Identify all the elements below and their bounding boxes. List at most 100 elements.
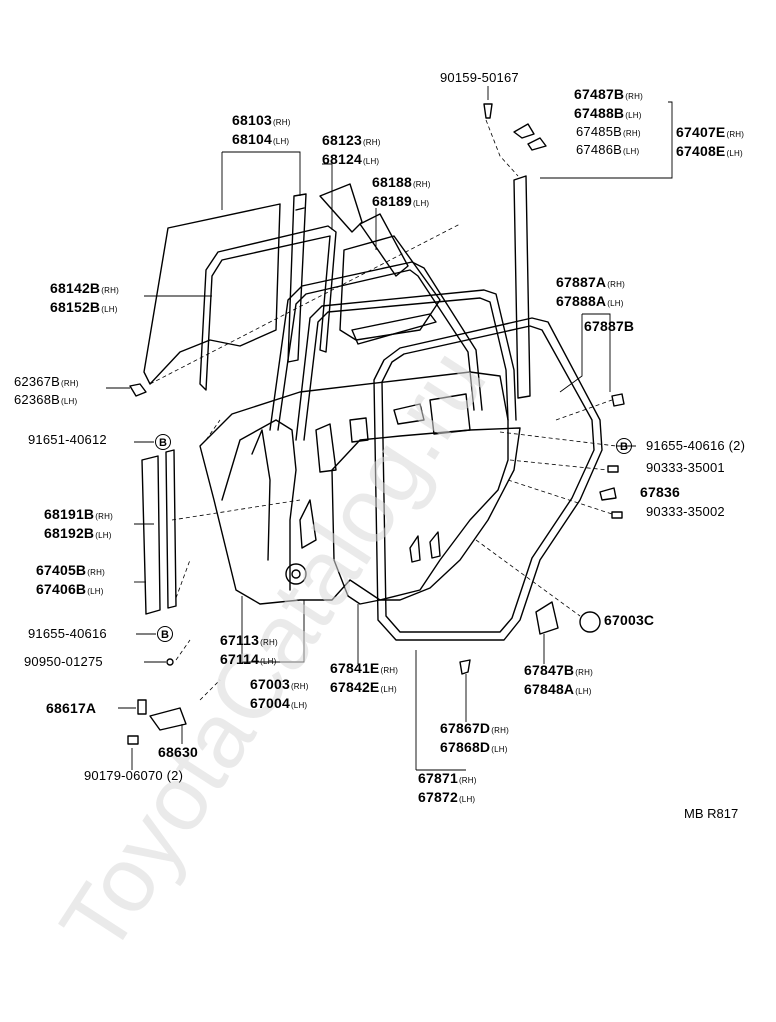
part-number: 90950-01275 [24,654,103,669]
part-label-67841: 67841E(RH)67842E(LH) [330,660,398,698]
part-number: 67888A [556,293,607,309]
door-frame-upper [269,261,483,431]
side-suffix: (RH) [380,666,399,675]
plug-67003C [579,611,601,633]
clip-90333b [611,511,623,519]
part-label-67003: 67003(RH)67004(LH) [250,676,309,714]
part-number: 67847B [524,662,575,678]
part-number: 67848A [524,681,575,697]
part-number: 68103 [232,112,272,128]
part-number: 67872 [418,789,458,805]
part-label-68123: 68123(RH)68124(LH) [322,132,381,170]
part-number-line: 67408E(LH) [676,143,744,162]
part-number-line: 68192B(LH) [44,525,113,544]
part-label-90950: 90950-01275 [24,654,103,670]
part-number: 67842E [330,679,380,695]
side-suffix: (LH) [623,147,640,156]
part-label-67871: 67871(RH)67872(LH) [418,770,477,808]
part-label-67867: 67867D(RH)67868D(LH) [440,720,509,758]
side-suffix: (RH) [607,280,625,289]
part-number-line: 68104(LH) [232,131,291,150]
part-number: 67407E [676,124,726,140]
part-number-line: 67836 [640,484,680,500]
door-panel [199,371,509,605]
side-suffix: (LH) [726,149,743,158]
part-number: 67867D [440,720,491,736]
part-number: 67405B [36,562,87,578]
part-label-68142: 68142B(RH)68152B(LH) [50,280,119,318]
part-label-67887A: 67887A(RH)67888A(LH) [556,274,625,312]
side-suffix: (RH) [362,138,381,147]
clip-67487 [513,123,535,139]
side-suffix: (RH) [272,118,291,127]
part-number: 68124 [322,151,362,167]
part-label-91655l: 91655-40616 [28,626,107,642]
part-number-line: 68142B(RH) [50,280,119,299]
part-number-line: 67868D(LH) [440,739,509,758]
part-number: 67003C [604,612,655,628]
part-label-90179: 90179-06070 (2) [84,768,183,784]
side-suffix: (LH) [380,685,397,694]
side-suffix: (LH) [412,199,430,208]
part-number: 67114 [220,651,260,667]
side-suffix: (RH) [412,180,431,189]
part-number: 67113 [220,632,260,648]
side-suffix: (LH) [95,531,112,540]
part-number: 67488B [574,105,625,121]
part-number: 68104 [232,131,272,147]
part-label-68617: 68617A [46,700,96,716]
part-number-line: 91655-40616 (2) [646,438,745,454]
clip-67485 [527,137,547,151]
part-number: 91655-40616 [28,626,107,641]
part-label-68630: 68630 [158,744,198,760]
side-suffix: (LH) [101,305,118,314]
part-label-67487: 67487B(RH)67488B(LH) [574,86,643,124]
part-number-line: 90159-50167 [440,70,519,86]
part-number: 68142B [50,280,101,296]
part-number: 90159-50167 [440,70,519,85]
rear-channel [513,175,531,399]
diagram-code: MB R817 [684,806,739,821]
side-suffix: (LH) [362,157,380,166]
part-number: 67487B [574,86,625,102]
side-suffix: (LH) [61,397,78,406]
side-suffix: (RH) [95,512,113,521]
part-number-line: 67487B(RH) [574,86,643,105]
part-number-line: 68152B(LH) [50,299,119,318]
part-number: 67485B [576,124,623,139]
part-number: 67408E [676,143,726,159]
vent-glass [319,183,363,233]
part-label-90159: 90159-50167 [440,70,519,86]
screw-67887B [611,393,625,407]
part-number-line: 67872(LH) [418,789,477,808]
part-number: 68188 [372,174,412,190]
part-label-67405: 67405B(RH)67406B(LH) [36,562,105,600]
part-number: 68152B [50,299,101,315]
quarter-glass [143,203,281,385]
part-label-67003C: 67003C [604,612,654,628]
part-number: 62367B [14,374,61,389]
part-number-line: 68191B(RH) [44,506,113,525]
part-number-line: 68617A [46,700,96,716]
part-number: 68191B [44,506,95,522]
part-number-line: 67842E(LH) [330,679,398,698]
part-number: 67887A [556,274,607,290]
part-label-68188: 68188(RH)68189(LH) [372,174,431,212]
part-number-line: 90333-35001 [646,460,725,476]
part-number-line: 67407E(RH) [676,124,744,143]
b-marker-right: B [616,438,632,454]
part-number: 91655-40616 (2) [646,438,746,453]
window-pillar [287,193,307,363]
part-label-68191: 68191B(RH)68192B(LH) [44,506,113,544]
part-label-67836: 67836 [640,484,680,500]
part-number: 67003 [250,676,290,692]
door-trim-panel [331,427,521,605]
part-number-line: 67841E(RH) [330,660,398,679]
bolt-90159 [483,103,493,119]
door-glass [339,235,441,341]
part-number-line: 67847B(RH) [524,662,593,681]
side-suffix: (RH) [458,776,477,785]
side-suffix: (LH) [575,687,592,696]
part-label-67887B: 67887B [584,318,634,334]
